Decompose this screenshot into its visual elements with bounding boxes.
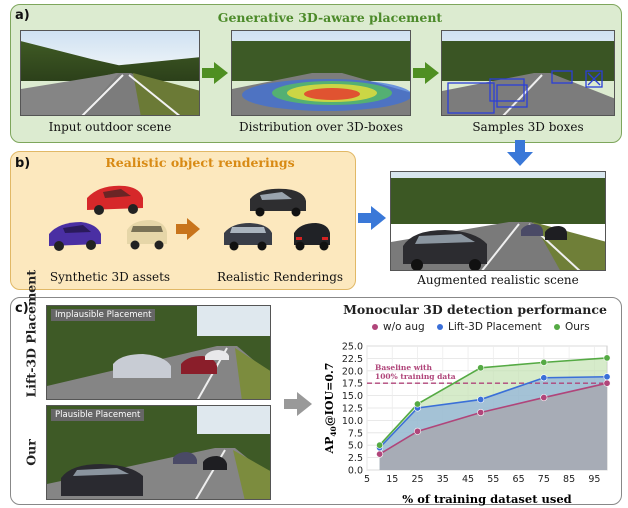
data-point	[376, 441, 384, 449]
data-point	[540, 394, 548, 402]
realistic-renderings-caption: Realistic Renderings	[216, 270, 344, 284]
rendered-car-icon	[294, 223, 330, 251]
y-tick-label: 25.0	[342, 342, 363, 353]
data-point	[477, 396, 485, 404]
implausible-tag: Implausible Placement	[51, 309, 156, 321]
data-point	[376, 450, 384, 458]
data-point	[540, 358, 548, 366]
y-tick-label: 22.5	[342, 354, 363, 365]
data-point	[477, 408, 485, 416]
data-point	[603, 379, 611, 387]
chart-points	[376, 354, 611, 458]
y-tick-label: 0.0	[348, 466, 363, 477]
panel-b	[10, 151, 356, 290]
sampled-boxes-image	[441, 30, 615, 116]
augmented-scene-caption: Augmented realistic scene	[417, 273, 579, 287]
row-label-ours: Our	[23, 439, 39, 466]
baseline-group: Baseline with 100% training data	[367, 363, 607, 384]
y-tick-label: 15.0	[342, 391, 363, 402]
data-point	[603, 373, 611, 381]
x-tick-label: 15	[386, 474, 398, 485]
x-axis-label: % of training dataset used	[402, 492, 571, 506]
data-point	[540, 374, 548, 382]
sampled-boxes-caption: Samples 3D boxes	[472, 120, 584, 134]
synthetic-assets-caption: Synthetic 3D assets	[49, 270, 171, 284]
baseline-label: Baseline with	[375, 363, 432, 372]
arrow-right-icon	[284, 392, 312, 416]
panel-c-letter: c)	[15, 301, 29, 316]
rendered-car-icon	[250, 188, 306, 217]
baseline-label: 100% training data	[375, 372, 456, 381]
y-tick-label: 12.5	[342, 404, 363, 415]
synthetic-assets-image	[49, 185, 167, 251]
detection-chart: Baseline with 100% training data 0.02.55…	[323, 342, 611, 506]
legend-item-wo-aug: w/o aug	[372, 321, 425, 333]
x-tick-label: 65	[513, 474, 525, 485]
data-point	[414, 427, 422, 435]
panel-b-letter: b)	[15, 156, 31, 171]
rendered-car-icon	[224, 223, 272, 251]
series-area	[379, 383, 607, 470]
red-car-icon	[87, 185, 143, 215]
y-tick-label: 10.0	[342, 416, 363, 427]
y-tick-label: 2.5	[348, 453, 363, 464]
x-tick-label: 45	[462, 474, 474, 485]
chart-legend: w/o aug Lift-3D Placement Ours	[372, 321, 599, 333]
x-tick-label: 25	[411, 474, 423, 485]
y-tick-label: 7.5	[348, 428, 363, 439]
panel-a-letter: a)	[15, 8, 30, 23]
data-point	[477, 364, 485, 372]
realistic-renderings-image	[224, 188, 330, 251]
input-scene-caption: Input outdoor scene	[48, 120, 172, 134]
arrow-down-icon	[507, 140, 533, 166]
augmented-scene-image	[390, 171, 606, 271]
distribution-caption: Distribution over 3D-boxes	[239, 120, 403, 134]
distribution-image	[231, 30, 411, 116]
x-tick-label: 75	[538, 474, 550, 485]
chart-areas	[379, 357, 607, 470]
legend-item-ours: Ours	[554, 321, 590, 333]
y-tick-label: 17.5	[342, 379, 363, 390]
x-tick-label: 35	[437, 474, 449, 485]
y-ticks: 0.0 2.55.0 7.510.012.5 15.017.5 20.022.525.0	[342, 342, 363, 477]
input-scene-image	[20, 30, 200, 116]
x-tick-label: 95	[588, 474, 600, 485]
panel-a-title: Generative 3D-aware placement	[217, 10, 443, 25]
y-tick-label: 5.0	[348, 441, 363, 452]
legend-item-lift3d: Lift-3D Placement	[437, 321, 542, 333]
x-tick-label: 55	[487, 474, 499, 485]
implausible-placement-image: Implausible Placement	[46, 305, 271, 400]
arrow-right-icon	[202, 62, 228, 84]
plausible-placement-image: Plausible Placement	[46, 405, 271, 500]
beige-car-icon	[127, 220, 167, 250]
x-tick-label: 5	[364, 474, 370, 485]
arrow-right-icon	[358, 206, 386, 230]
plausible-tag: Plausible Placement	[51, 409, 145, 421]
data-point	[414, 400, 422, 408]
y-tick-label: 20.0	[342, 366, 363, 377]
purple-car-icon	[49, 222, 101, 251]
x-ticks: 5 15 25 35 45 55 65 75 85 95	[364, 474, 600, 485]
panel-b-title: Realistic object renderings	[105, 155, 295, 170]
arrow-right-icon	[176, 218, 200, 240]
x-tick-label: 85	[563, 474, 575, 485]
arrow-right-icon	[413, 62, 439, 84]
row-label-lift3d: Lift-3D Placement	[23, 269, 39, 398]
y-axis-label: AP40@IOU=0.7	[323, 363, 338, 455]
augmented-car-icon	[403, 230, 487, 270]
data-point	[603, 354, 611, 362]
chart-title: Monocular 3D detection performance	[343, 302, 607, 317]
